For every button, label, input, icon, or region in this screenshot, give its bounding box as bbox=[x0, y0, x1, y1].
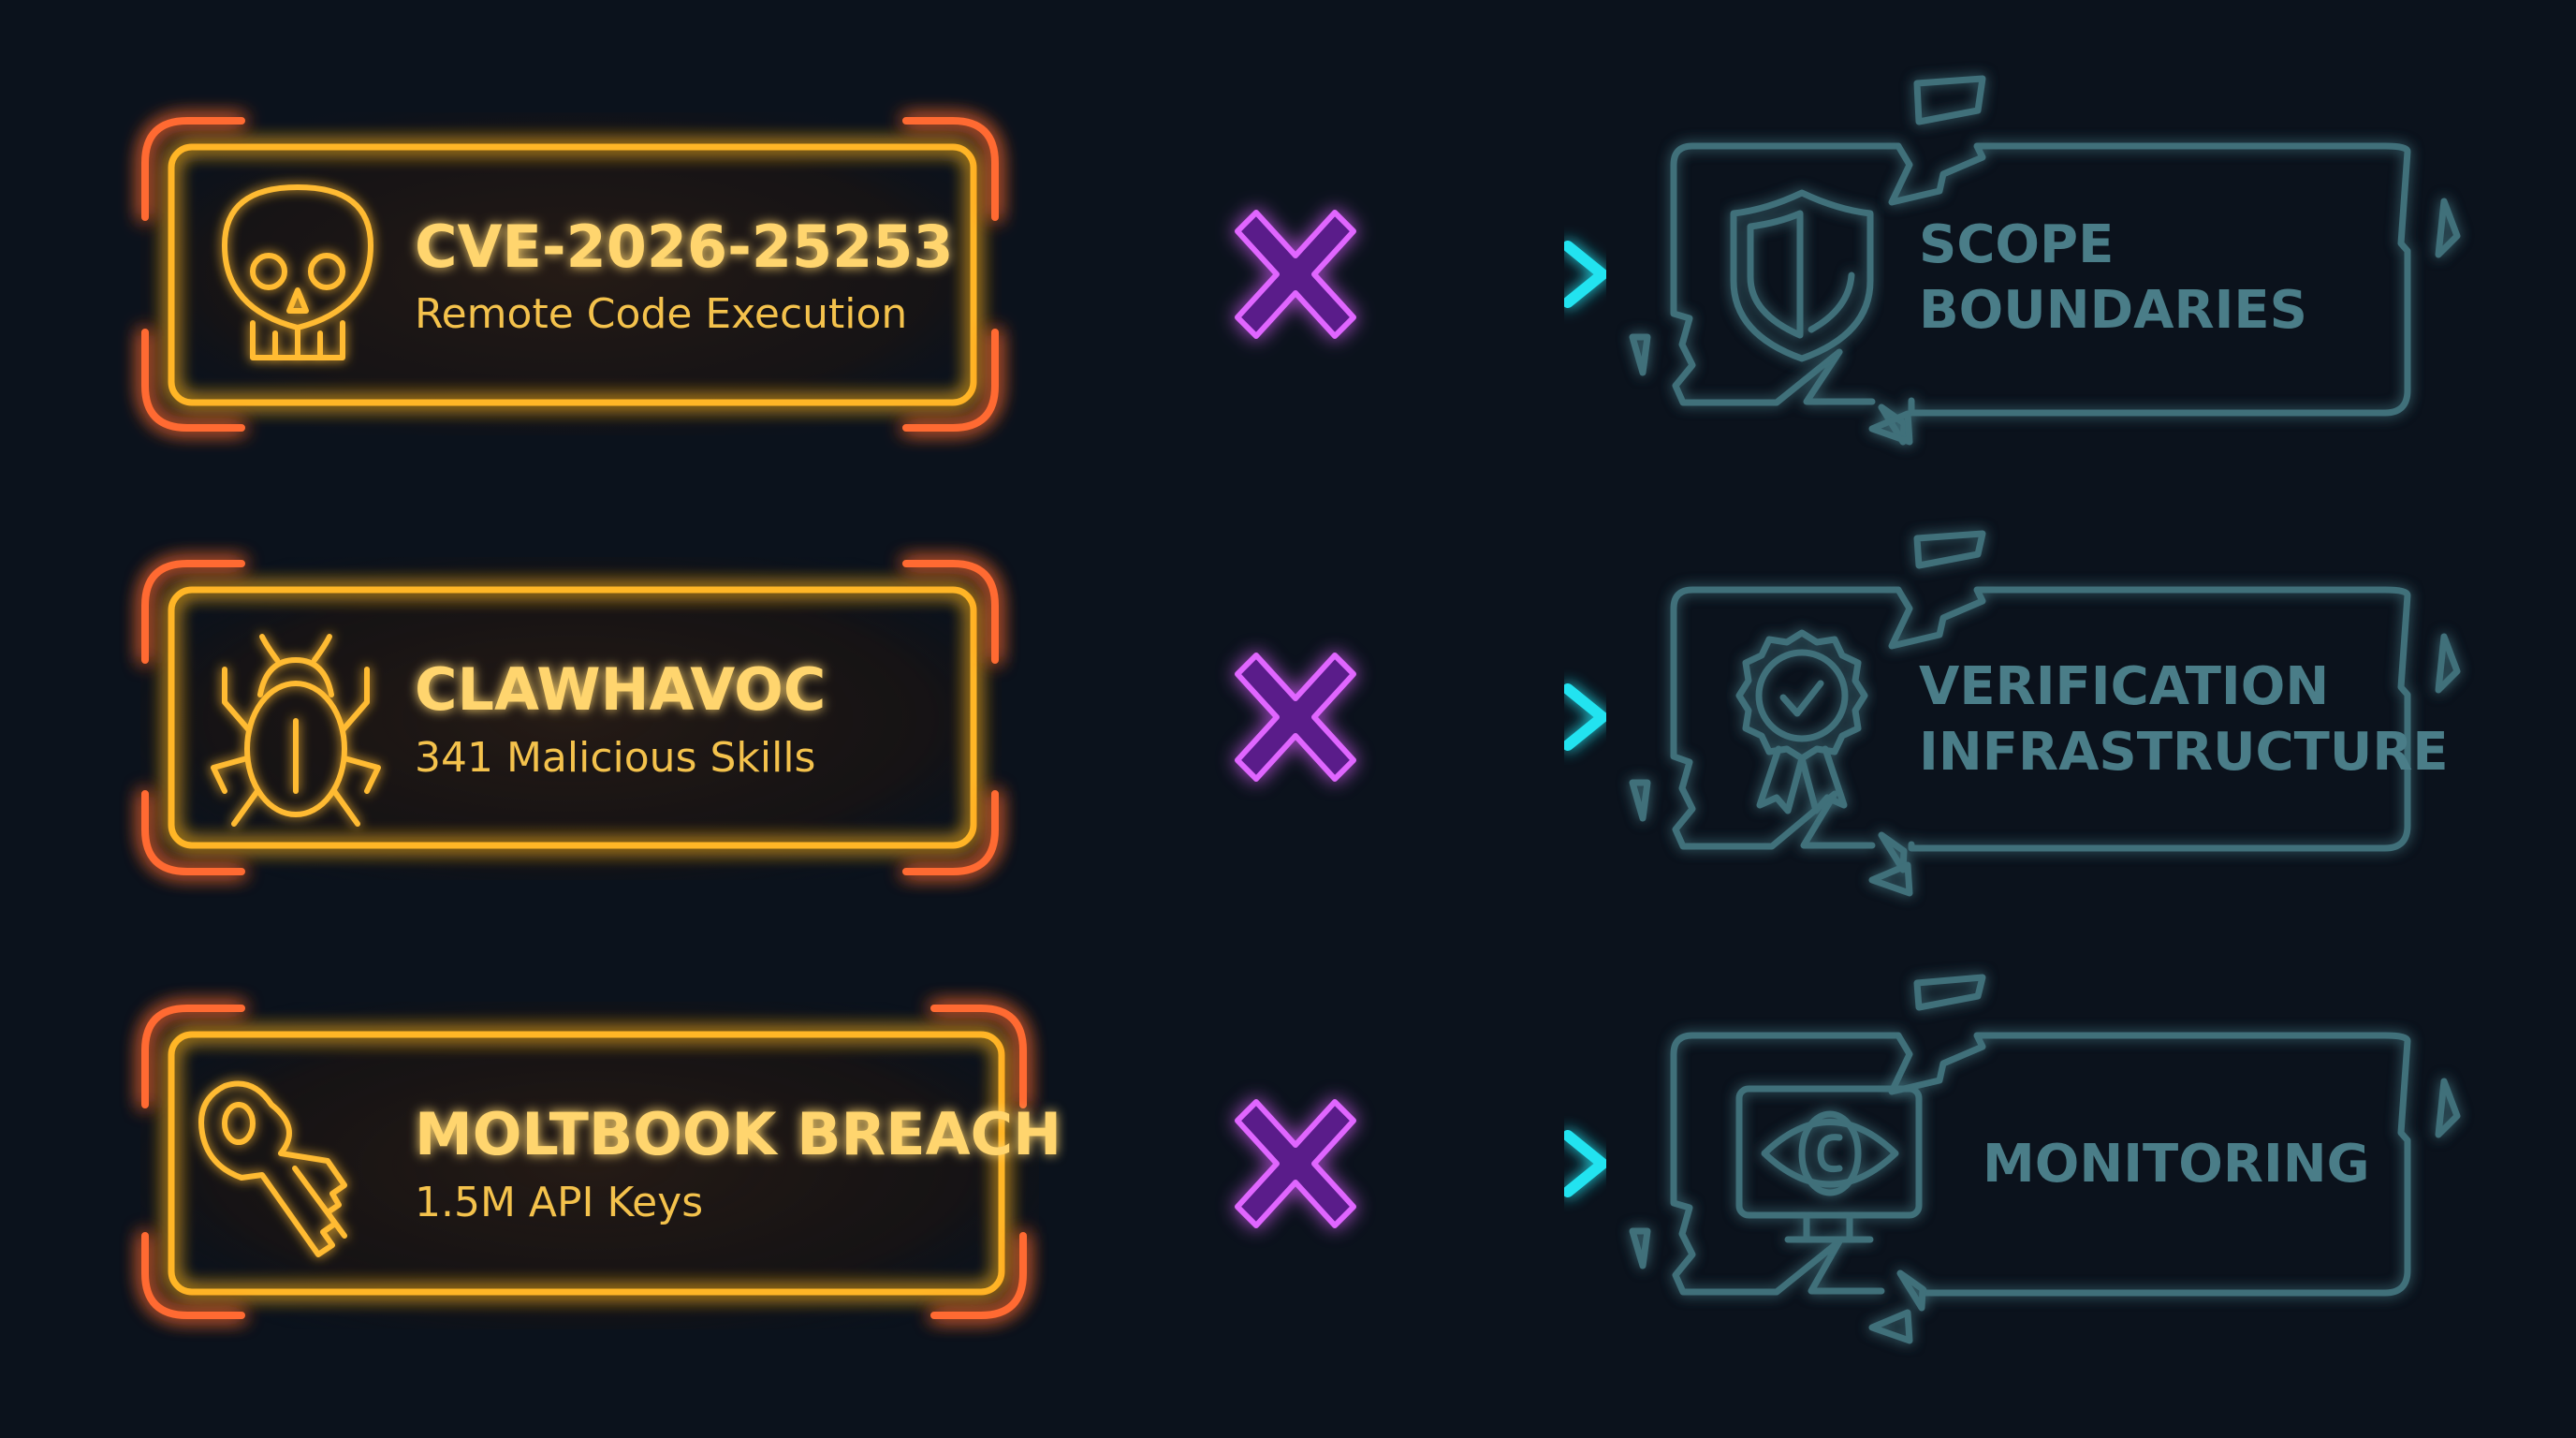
row-1: CVE-2026-25253 Remote Code Execution bbox=[140, 75, 2461, 446]
x-icon bbox=[1235, 1099, 1356, 1228]
threat-title: CLAWHAVOC bbox=[415, 655, 826, 724]
broken-frame bbox=[1629, 75, 2461, 446]
card-frame bbox=[168, 586, 977, 849]
blocked-connector-2 bbox=[1021, 653, 1608, 782]
corner-brackets bbox=[141, 1005, 1027, 1319]
arrow-head-icon bbox=[1562, 1130, 1608, 1197]
arrow-head-icon bbox=[1562, 683, 1608, 751]
broken-frame bbox=[1629, 974, 2461, 1344]
key-icon bbox=[198, 1080, 347, 1257]
defense-card-1[interactable]: SCOPE BOUNDARIES bbox=[1629, 75, 2461, 446]
defense-label-line-1: VERIFICATION bbox=[1919, 656, 2329, 717]
threat-subtitle: 341 Malicious Skills bbox=[415, 734, 815, 782]
card-halo bbox=[140, 112, 1002, 435]
blocked-connector-1 bbox=[1021, 210, 1608, 339]
skull-icon bbox=[222, 184, 373, 360]
card-frame bbox=[168, 1031, 1005, 1296]
threat-title: CVE-2026-25253 bbox=[415, 213, 954, 281]
threat-card-1[interactable]: CVE-2026-25253 Remote Code Execution bbox=[140, 112, 1002, 435]
broken-frame bbox=[1629, 530, 2461, 897]
arrow-head-icon bbox=[1562, 241, 1608, 308]
row-2: CLAWHAVOC 341 Malicious Skills bbox=[140, 530, 2461, 897]
monitor-eye-icon bbox=[1735, 1085, 1923, 1243]
x-icon bbox=[1235, 210, 1356, 339]
defense-card-2[interactable]: VERIFICATION INFRASTRUCTURE bbox=[1629, 530, 2461, 897]
badge-check-icon bbox=[1735, 629, 1868, 814]
corner-brackets bbox=[141, 560, 999, 875]
defense-label-line-1: MONITORING bbox=[1983, 1134, 2370, 1195]
x-icon bbox=[1235, 653, 1356, 782]
defense-label-line-1: SCOPE bbox=[1919, 214, 2114, 275]
card-frame bbox=[168, 143, 977, 406]
row-3: MOLTBOOK BREACH 1.5M API Keys bbox=[140, 974, 2461, 1344]
defense-card-3[interactable]: MONITORING bbox=[1629, 974, 2461, 1344]
threat-card-2[interactable]: CLAWHAVOC 341 Malicious Skills bbox=[140, 557, 1002, 880]
defense-label-line-2: INFRASTRUCTURE bbox=[1919, 722, 2449, 783]
card-halo bbox=[140, 557, 1002, 880]
threat-subtitle: 1.5M API Keys bbox=[415, 1179, 703, 1226]
bug-icon bbox=[211, 634, 381, 827]
card-halo bbox=[140, 1002, 1039, 1329]
threat-subtitle: Remote Code Execution bbox=[415, 290, 907, 338]
threat-title: MOLTBOOK BREACH bbox=[415, 1100, 1061, 1168]
blocked-connector-3 bbox=[1070, 1099, 1608, 1228]
defense-label-line-2: BOUNDARIES bbox=[1919, 280, 2307, 341]
shield-icon bbox=[1730, 189, 1874, 362]
corner-brackets bbox=[141, 117, 999, 432]
threat-card-3[interactable]: MOLTBOOK BREACH 1.5M API Keys bbox=[140, 1002, 1061, 1329]
